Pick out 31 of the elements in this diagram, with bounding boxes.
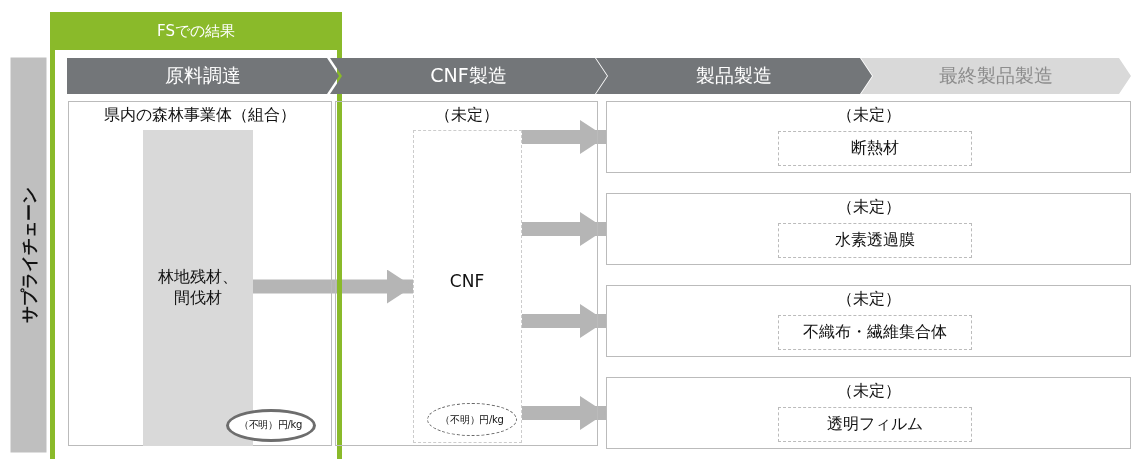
box-label: CNF	[448, 270, 486, 291]
block-arrow	[522, 304, 606, 338]
side-band: サプライチェーン	[10, 57, 46, 452]
group-box	[68, 101, 332, 446]
block-arrow	[522, 212, 606, 246]
product-row-box	[606, 285, 1131, 357]
group-title: （未定）	[835, 197, 902, 218]
dashed-box: 透明フィルム	[777, 406, 972, 442]
group-title: 県内の森林事業体（組合）	[103, 105, 297, 126]
group-title: （未定）	[433, 105, 500, 126]
dashed-box: 不織布・繊維集合体	[777, 314, 972, 350]
result-frame	[50, 12, 342, 459]
block-arrow	[522, 396, 606, 430]
stage-header: 最終製品製造	[861, 58, 1131, 94]
dashed-box: 水素透過膜	[777, 222, 972, 258]
stage-header: CNF製造	[330, 58, 607, 94]
dashed-box	[412, 129, 522, 443]
group-title: （未定）	[835, 289, 902, 310]
group-title: （未定）	[835, 381, 902, 402]
block-arrow	[522, 120, 606, 154]
dashed-box: 断熱材	[777, 130, 972, 166]
product-row-box	[606, 377, 1131, 449]
frame-title: FSでの結果	[50, 12, 342, 50]
block-arrow	[253, 269, 413, 304]
stage-header: 製品製造	[596, 58, 872, 94]
product-row-box	[606, 193, 1131, 265]
group-title: （未定）	[835, 105, 902, 126]
group-box	[335, 101, 598, 446]
product-row-box	[606, 101, 1131, 173]
stage-header: 原料調達	[67, 58, 339, 94]
price-ellipse: （不明）円/kg	[427, 403, 517, 436]
